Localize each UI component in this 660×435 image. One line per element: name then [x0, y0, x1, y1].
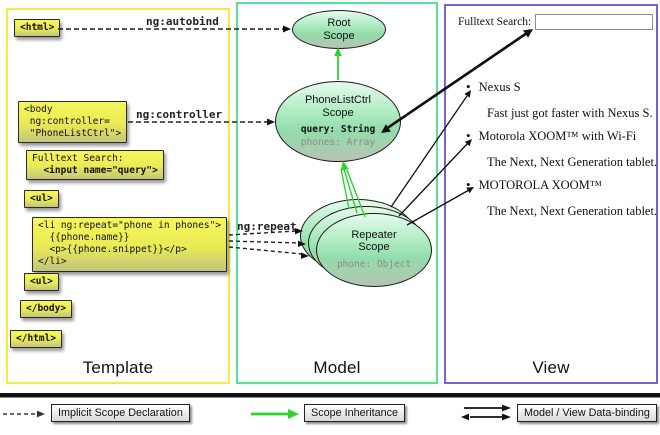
repeater-prop-phone: phone: Object: [336, 258, 412, 270]
repeater-scope-name-2: Scope: [358, 241, 390, 254]
arrowhead-icon: [288, 409, 299, 419]
repeater-scope-ellipse: Repeater Scope phone: Object: [316, 213, 432, 287]
legend-divider: [0, 393, 660, 398]
phone-list-item: • MOTOROLA XOOM™ The Next, Next Generatio…: [466, 178, 658, 219]
phone-snippet: Fast just got faster with Nexus S.: [487, 106, 653, 120]
code-body-close: </body>: [20, 300, 73, 319]
bullet-icon: •: [466, 128, 471, 143]
code-html-close: </html>: [10, 330, 63, 349]
model-panel: Model: [236, 2, 438, 384]
arrowhead-icon: [502, 413, 511, 421]
template-panel-title: Template: [82, 358, 154, 377]
label-ng-controller: ng:controller: [136, 108, 223, 121]
fulltext-search-label: Fulltext Search:: [458, 16, 532, 28]
code-ul-open: <ul>: [24, 190, 59, 209]
phone-title: MOTOROLA XOOM™: [478, 178, 603, 192]
phonelistctrl-scope-name-1: PhoneListCtrl: [304, 94, 372, 107]
code-li-repeat: <li ng:repeat="phone in phones"> {{phone…: [32, 217, 228, 272]
root-scope-name-1: Root: [327, 16, 351, 29]
legend-scope-inheritance-label: Scope Inheritance: [304, 404, 406, 422]
phonelistctrl-prop-query: query: String: [300, 124, 376, 136]
arrowhead-icon: [502, 404, 511, 412]
code-fulltext-search: Fulltext Search: <input name="query">: [26, 150, 164, 181]
legend-green-arrow: [251, 409, 299, 419]
arrowhead-icon: [461, 413, 469, 421]
phone-list-item: • Nexus S Fast just got faster with Nexus…: [466, 80, 658, 121]
fulltext-search-input[interactable]: [535, 14, 653, 30]
phone-list-item: • Motorola XOOM™ with Wi-Fi The Next, Nex…: [466, 129, 658, 170]
label-ng-autobind: ng:autobind: [146, 15, 219, 28]
legend-implicit-scope-label: Implicit Scope Declaration: [51, 404, 190, 422]
phone-snippet: The Next, Next Generation tablet.: [487, 204, 658, 218]
root-scope-name-2: Scope: [323, 29, 355, 42]
phone-title: Motorola XOOM™ with Wi-Fi: [478, 129, 637, 143]
phonelistctrl-prop-phones: phones: Array: [300, 136, 376, 148]
view-panel-title: View: [532, 358, 570, 377]
bullet-icon: •: [466, 79, 471, 94]
legend-binding-arrows: [461, 404, 511, 421]
model-panel-title: Model: [313, 358, 361, 377]
phonelistctrl-scope-ellipse: PhoneListCtrl Scope query: String phones…: [275, 81, 401, 162]
repeater-scope-name-1: Repeater: [351, 228, 397, 241]
code-fulltext-input: <input name="query">: [32, 165, 158, 177]
bullet-icon: •: [466, 177, 471, 192]
code-ul-close: <ul>: [24, 273, 59, 292]
phone-title: Nexus S: [478, 80, 521, 94]
arrowhead-icon: [37, 410, 45, 418]
code-body-open: <body ng:controller= "PhoneListCtrl">: [18, 101, 128, 144]
phonelistctrl-scope-name-2: Scope: [322, 106, 354, 119]
phone-snippet: The Next, Next Generation tablet.: [487, 155, 658, 169]
legend-data-binding-label: Model / View Data-binding: [517, 404, 657, 422]
root-scope-ellipse: Root Scope: [292, 10, 386, 49]
code-fulltext-label: Fulltext Search:: [32, 153, 124, 164]
code-html-open: <html>: [14, 19, 61, 38]
label-ng-repeat: ng:repeat: [237, 220, 297, 233]
legend-dashed-arrow: [3, 410, 45, 418]
